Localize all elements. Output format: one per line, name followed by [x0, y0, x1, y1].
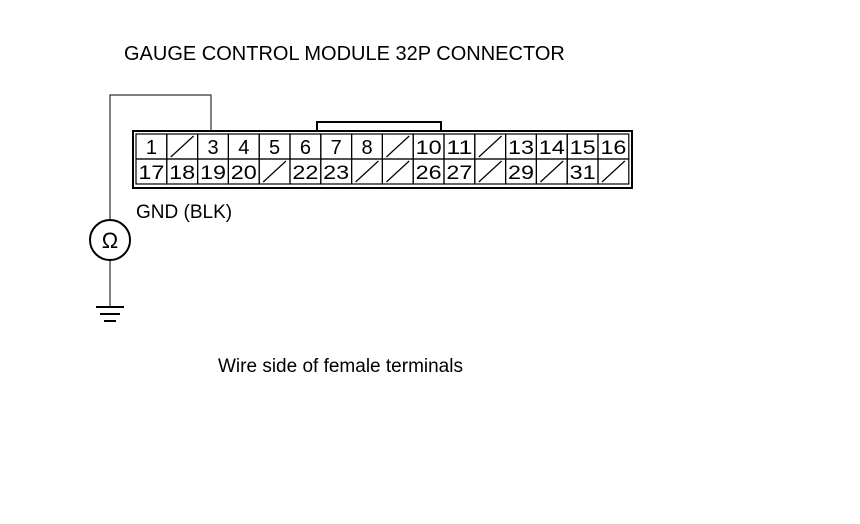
unused-pin-slash — [385, 135, 410, 158]
ground-symbol-icon — [96, 306, 124, 322]
pin-label: 13 — [508, 138, 534, 159]
ohm-symbol: Ω — [102, 228, 118, 253]
unused-pin-slash — [385, 160, 410, 183]
pin-label: 16 — [600, 138, 626, 159]
pin-label: 11 — [446, 138, 472, 159]
unused-pin-slash — [478, 160, 503, 183]
unused-pin-slash — [478, 135, 503, 158]
pin-label: 8 — [361, 137, 372, 159]
unused-pin-slash — [170, 135, 195, 158]
pin-label: 5 — [269, 137, 280, 159]
pin-label: 4 — [238, 137, 249, 159]
pin-label: 15 — [570, 138, 596, 159]
connector-lock-tab — [316, 121, 442, 131]
pin-label: 27 — [446, 163, 472, 184]
unused-pin-slash — [262, 160, 287, 183]
ground-label: GND (BLK) — [136, 202, 232, 223]
pin-label: 23 — [323, 163, 349, 184]
pin-cell — [597, 158, 630, 185]
pin-label: 31 — [570, 163, 596, 184]
pin-label: 26 — [416, 163, 442, 184]
caption: Wire side of female terminals — [218, 356, 463, 377]
unused-pin-slash — [539, 160, 564, 183]
pin-label: 7 — [331, 137, 342, 159]
pin-label: 1 — [146, 137, 157, 159]
ohmmeter-icon: Ω — [89, 219, 131, 261]
diagram-title: GAUGE CONTROL MODULE 32P CONNECTOR — [124, 43, 565, 65]
unused-pin-slash — [355, 160, 379, 183]
pin-label: 19 — [200, 163, 226, 184]
pin-label: 10 — [416, 138, 442, 159]
pin-label: 6 — [300, 137, 311, 159]
unused-pin-slash — [601, 160, 626, 183]
pin-label: 20 — [231, 163, 257, 184]
pin-label: 18 — [169, 163, 195, 184]
pin-label: 14 — [539, 138, 566, 159]
test-lead-wire — [109, 94, 212, 221]
pin-label: 3 — [207, 137, 218, 159]
pin-label: 29 — [508, 163, 534, 184]
pin-label: 17 — [138, 163, 164, 184]
pin-label: 22 — [292, 163, 318, 184]
connector-outline — [132, 130, 633, 189]
